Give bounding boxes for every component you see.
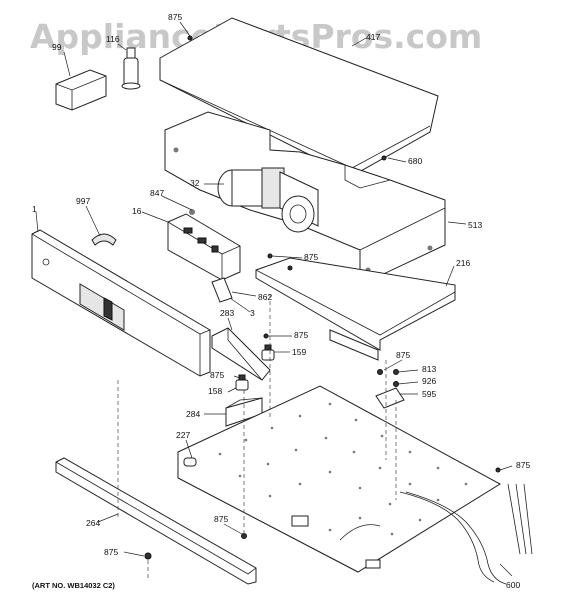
callout-595: 595 [422, 389, 436, 399]
part-158-thermostat[interactable] [235, 374, 249, 391]
callout-158: 158 [208, 386, 222, 396]
callout-600: 600 [506, 580, 520, 590]
callout-283: 283 [220, 308, 234, 318]
callout-875: 875 [396, 350, 410, 360]
part-600-wire-harness[interactable] [339, 483, 533, 585]
callout-875: 875 [304, 252, 318, 262]
callout-513: 513 [468, 220, 482, 230]
callout-862: 862 [258, 292, 272, 302]
callout-875: 875 [168, 12, 182, 22]
callout-1: 1 [32, 204, 37, 214]
part-862-bracket[interactable] [211, 277, 233, 303]
part-997-clip[interactable] [91, 233, 117, 246]
part-283-bracket[interactable] [211, 327, 271, 381]
callout-116: 116 [106, 34, 120, 44]
part-216-shelf[interactable] [255, 257, 456, 361]
callout-16: 16 [132, 206, 142, 216]
callout-875: 875 [104, 547, 118, 557]
part-32-blower[interactable] [217, 167, 319, 233]
callout-159: 159 [292, 347, 306, 357]
callout-926: 926 [422, 376, 436, 386]
callout-labels: 875 99 116 417 680 32 847 16 997 1 513 8… [32, 12, 530, 590]
callout-32: 32 [190, 178, 200, 188]
callout-875: 875 [214, 514, 228, 524]
callout-680: 680 [408, 156, 422, 166]
part-116-bottle[interactable] [121, 47, 141, 90]
callout-284: 284 [186, 409, 200, 419]
callout-875: 875 [516, 460, 530, 470]
assembly-guide-lines [117, 294, 397, 580]
part-159-thermostat[interactable] [261, 344, 275, 361]
callout-875: 875 [210, 370, 224, 380]
leader-lines [35, 21, 513, 577]
callout-99: 99 [52, 42, 62, 52]
part-1-control-panel[interactable] [31, 229, 211, 377]
callout-227: 227 [176, 430, 190, 440]
callout-216: 216 [456, 258, 470, 268]
callout-813: 813 [422, 364, 436, 374]
part-16-control-board[interactable] [167, 209, 241, 281]
part-99-box[interactable] [55, 69, 107, 111]
part-264-trim-strip[interactable] [55, 457, 257, 585]
callout-997: 997 [76, 196, 90, 206]
art-number: (ART NO. WB14032 C2) [32, 581, 115, 590]
part-595-bracket[interactable] [375, 387, 405, 409]
callout-847: 847 [150, 188, 164, 198]
callout-875: 875 [294, 330, 308, 340]
part-227-bottom-plate[interactable] [177, 385, 501, 573]
callout-417: 417 [366, 32, 380, 42]
callout-3: 3 [250, 308, 255, 318]
callout-264: 264 [86, 518, 100, 528]
